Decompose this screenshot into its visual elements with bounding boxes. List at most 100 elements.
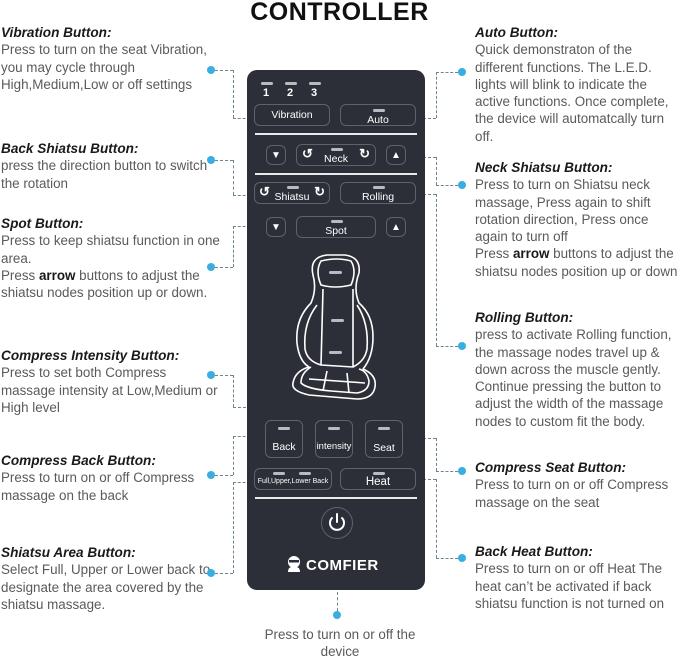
neck-led [331, 148, 343, 151]
page-title: CONTROLLER [250, 0, 429, 26]
connector-line [436, 479, 437, 558]
brand-logo: COMFIER [285, 555, 379, 574]
level-led-1 [261, 82, 273, 85]
spot-label: Spot [325, 225, 347, 237]
connector-line [233, 375, 234, 407]
desc-heading: Rolling Button: [475, 310, 574, 325]
massage-chair-icon [292, 254, 377, 400]
desc-power: Press to turn on or off the device [264, 627, 416, 659]
shiatsu-led [287, 186, 299, 189]
heat-led [373, 472, 385, 475]
connector-line [233, 482, 255, 483]
connector-line [233, 118, 255, 119]
desc-body2-bold: arrow [512, 246, 550, 262]
desc-heading: Compress Back Button: [1, 453, 156, 468]
shiatsu-area-button[interactable]: Full,Upper,Lower Back [254, 468, 332, 490]
connector-line [233, 436, 234, 475]
connector-line [233, 160, 234, 195]
level-led-2 [285, 82, 297, 85]
desc-neck-shiatsu: Neck Shiatsu Button: Press to turn on Sh… [475, 159, 679, 280]
desc-back-heat: Back Heat Button: Press to turn on or of… [475, 543, 679, 612]
desc-body: press to activate Rolling function, the … [475, 327, 672, 429]
connector-line [233, 226, 234, 267]
desc-compress-back: Compress Back Button: Press to turn on o… [1, 452, 221, 504]
desc-body: Press to turn on or off Heat The heat ca… [475, 561, 665, 611]
desc-body: press the direction button to switch the… [1, 158, 208, 191]
power-button[interactable] [321, 507, 353, 539]
connector-dot [207, 66, 215, 74]
connector-line [436, 72, 458, 73]
connector-line [436, 438, 437, 471]
connector-line [233, 195, 255, 196]
spot-down-button[interactable]: ▼ [266, 217, 286, 237]
connector-line [418, 118, 436, 119]
connector-line [233, 482, 234, 573]
desc-vibration: Vibration Button: Press to turn on the s… [1, 24, 221, 93]
connector-dot [207, 569, 215, 577]
level-led-3 [309, 82, 321, 85]
vibration-button[interactable]: Vibration [254, 104, 330, 126]
connector-line [436, 194, 437, 346]
level-number: 2 [287, 87, 294, 99]
rolling-label: Rolling [361, 191, 395, 203]
connector-line [436, 157, 437, 185]
area-led-2 [299, 472, 311, 475]
connector-dot [458, 554, 466, 562]
rolling-led [373, 186, 385, 189]
connector-line [418, 438, 436, 439]
spot-up-button[interactable]: ▲ [386, 217, 406, 237]
desc-heading: Back Heat Button: [475, 544, 593, 559]
compress-back-button[interactable]: Back [265, 420, 303, 458]
rotate-cw-icon: ↻ [314, 184, 325, 199]
heat-button[interactable]: Heat [340, 468, 416, 490]
connector-line [436, 185, 458, 186]
spot-button[interactable]: Spot [296, 216, 376, 238]
rolling-button[interactable]: Rolling [340, 182, 416, 204]
connector-line [215, 160, 233, 161]
connector-line [233, 436, 255, 437]
connector-line [337, 592, 338, 611]
desc-body: Press to set both Compress massage inten… [1, 365, 218, 415]
brand-mascot-icon [288, 556, 300, 572]
connector-line [215, 267, 233, 268]
shiatsu-button[interactable]: ↺ Shiatsu ↻ [254, 182, 330, 204]
connector-line [418, 157, 436, 158]
neck-label: Neck [324, 153, 348, 165]
desc-body: Select Full, Upper or Lower back to desi… [1, 562, 211, 612]
level-number: 3 [311, 87, 318, 99]
connector-dot [333, 611, 341, 619]
compress-seat-button[interactable]: Seat [365, 420, 403, 458]
desc-compress-seat: Compress Seat Button: Press to turn on o… [475, 459, 679, 511]
connector-line [233, 226, 255, 227]
connector-line [215, 375, 233, 376]
compress-intensity-button[interactable]: intensity [315, 420, 353, 458]
desc-back-shiatsu: Back Shiatsu Button: press the direction… [1, 140, 221, 192]
desc-body2-suffix: buttons to adjust the shiatsu nodes posi… [1, 267, 208, 301]
connector-line [215, 475, 233, 476]
connector-dot [458, 467, 466, 475]
rotate-cw-icon: ↻ [359, 146, 370, 161]
intensity-led [328, 427, 340, 430]
neck-down-button[interactable]: ▼ [266, 145, 286, 165]
desc-shiatsu-area: Shiatsu Area Button: Select Full, Upper … [1, 544, 221, 613]
neck-button[interactable]: ↺ Neck ↻ [296, 144, 376, 166]
spot-led [331, 220, 343, 223]
power-icon [329, 513, 345, 531]
back-led [278, 427, 290, 430]
neck-node-led [329, 271, 342, 274]
auto-button[interactable]: Auto [340, 104, 416, 126]
neck-up-button[interactable]: ▲ [386, 145, 406, 165]
connector-dot [207, 471, 215, 479]
connector-line [233, 70, 234, 118]
divider [255, 133, 417, 135]
desc-body2-prefix: Press [1, 267, 39, 283]
desc-body: Press to turn on or off Compress massage… [1, 470, 195, 503]
divider [255, 173, 417, 175]
remote-controller: 1 2 3 Vibration Auto ▼ ↺ Neck ↻ ▲ ↺ Shia… [247, 70, 425, 590]
back-node-led [331, 319, 344, 322]
auto-led [373, 109, 385, 112]
heat-label: Heat [365, 476, 391, 488]
desc-heading: Compress Intensity Button: [1, 348, 180, 363]
desc-auto: Auto Button: Quick demonstraton of the d… [475, 24, 679, 145]
rotate-ccw-icon: ↺ [259, 184, 270, 199]
